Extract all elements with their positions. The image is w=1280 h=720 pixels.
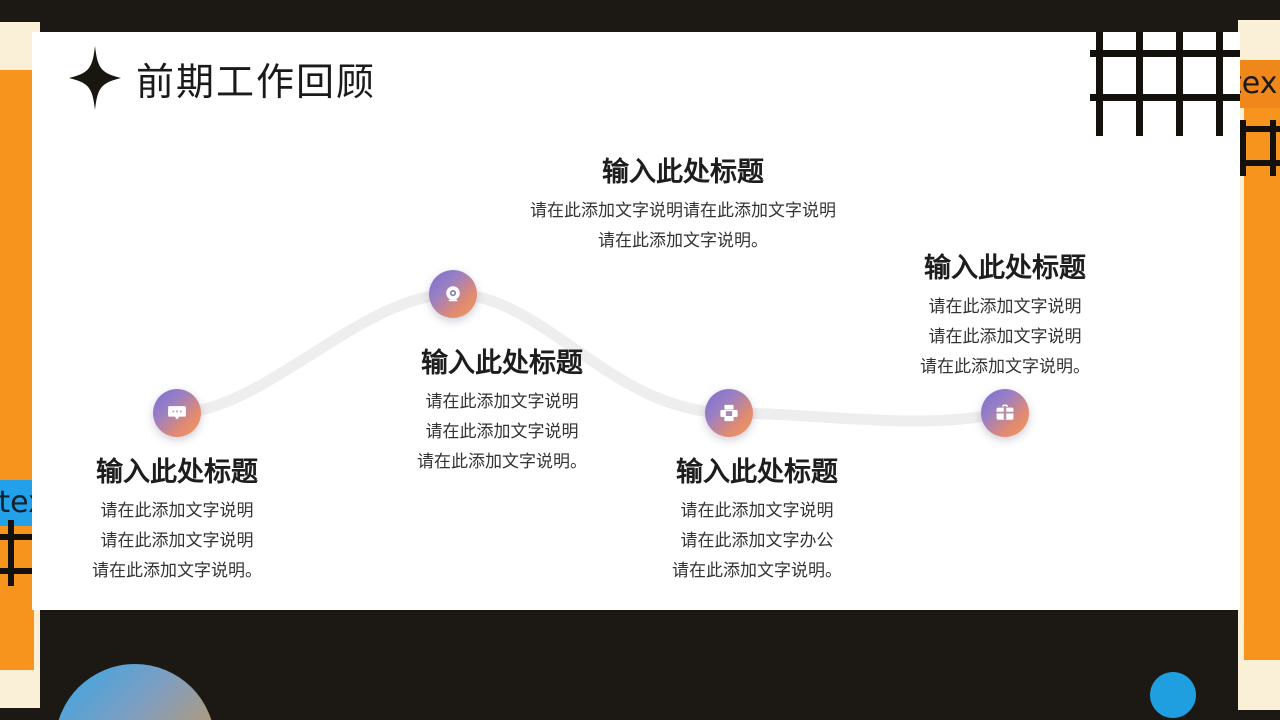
briefcase-icon [994, 402, 1016, 424]
step-desc-2-line-1: 请在此添加文字说明 [425, 392, 579, 412]
step-heading-4: 输入此处标题 [676, 457, 838, 488]
step-desc-3: 请在此添加文字说明请在此添加文字说明 请在此添加文字说明。 [473, 196, 893, 256]
step-heading-5: 输入此处标题 [924, 253, 1086, 284]
camera-top-icon [442, 283, 464, 305]
step-desc-2-line-3: 请在此添加文字说明。 [417, 452, 587, 472]
step-desc-2: 请在此添加文字说明 请在此添加文字说明 请在此添加文字说明。 [352, 387, 652, 477]
slide-card: 前期工作回顾 [32, 32, 1240, 610]
step-node-1[interactable] [153, 389, 201, 437]
step-desc-2-line-2: 请在此添加文字说明 [425, 422, 579, 442]
step-desc-4: 请在此添加文字说明 请在此添加文字办公 请在此添加文字说明。 [607, 496, 907, 586]
printer-icon [718, 402, 740, 424]
bottom-right-blue-circle [1150, 672, 1196, 718]
step-block-3: 输入此处标题 请在此添加文字说明请在此添加文字说明 请在此添加文字说明。 [473, 154, 893, 256]
step-desc-5-line-3: 请在此添加文字说明。 [920, 357, 1090, 377]
chat-bubble-icon [166, 402, 188, 424]
step-desc-5-line-2: 请在此添加文字说明 [928, 327, 1082, 347]
step-desc-1-line-1: 请在此添加文字说明 [100, 501, 254, 521]
step-desc-3-line-2: 请在此添加文字说明。 [598, 231, 768, 251]
right-grid-decor [1230, 120, 1280, 176]
step-heading-2: 输入此处标题 [421, 348, 583, 379]
step-desc-4-line-3: 请在此添加文字说明。 [672, 561, 842, 581]
slide-grid-decor [1090, 32, 1240, 136]
step-heading-3: 输入此处标题 [602, 157, 764, 188]
step-node-3[interactable] [429, 270, 477, 318]
step-desc-5: 请在此添加文字说明 请在此添加文字说明 请在此添加文字说明。 [855, 292, 1155, 382]
bottom-left-gradient-circle [55, 664, 215, 720]
step-node-4[interactable] [705, 389, 753, 437]
four-point-star-icon [68, 45, 122, 111]
step-desc-1: 请在此添加文字说明 请在此添加文字说明 请在此添加文字说明。 [32, 496, 327, 586]
step-desc-3-line-1: 请在此添加文字说明请在此添加文字说明 [530, 201, 836, 221]
step-heading-1: 输入此处标题 [96, 457, 258, 488]
step-block-5: 输入此处标题 请在此添加文字说明 请在此添加文字说明 请在此添加文字说明。 [855, 250, 1155, 382]
page-title: 前期工作回顾 [136, 59, 377, 104]
step-desc-1-line-3: 请在此添加文字说明。 [92, 561, 262, 581]
step-desc-1-line-2: 请在此添加文字说明 [100, 531, 254, 551]
step-block-1: 输入此处标题 请在此添加文字说明 请在此添加文字说明 请在此添加文字说明。 [32, 454, 327, 586]
step-block-4: 输入此处标题 请在此添加文字说明 请在此添加文字办公 请在此添加文字说明。 [607, 454, 907, 586]
step-node-5[interactable] [981, 389, 1029, 437]
step-desc-4-line-2: 请在此添加文字办公 [680, 531, 834, 551]
step-desc-4-line-1: 请在此添加文字说明 [680, 501, 834, 521]
step-desc-5-line-1: 请在此添加文字说明 [928, 297, 1082, 317]
step-block-2: 输入此处标题 请在此添加文字说明 请在此添加文字说明 请在此添加文字说明。 [352, 345, 652, 477]
slide-title-row: 前期工作回顾 [68, 45, 376, 111]
